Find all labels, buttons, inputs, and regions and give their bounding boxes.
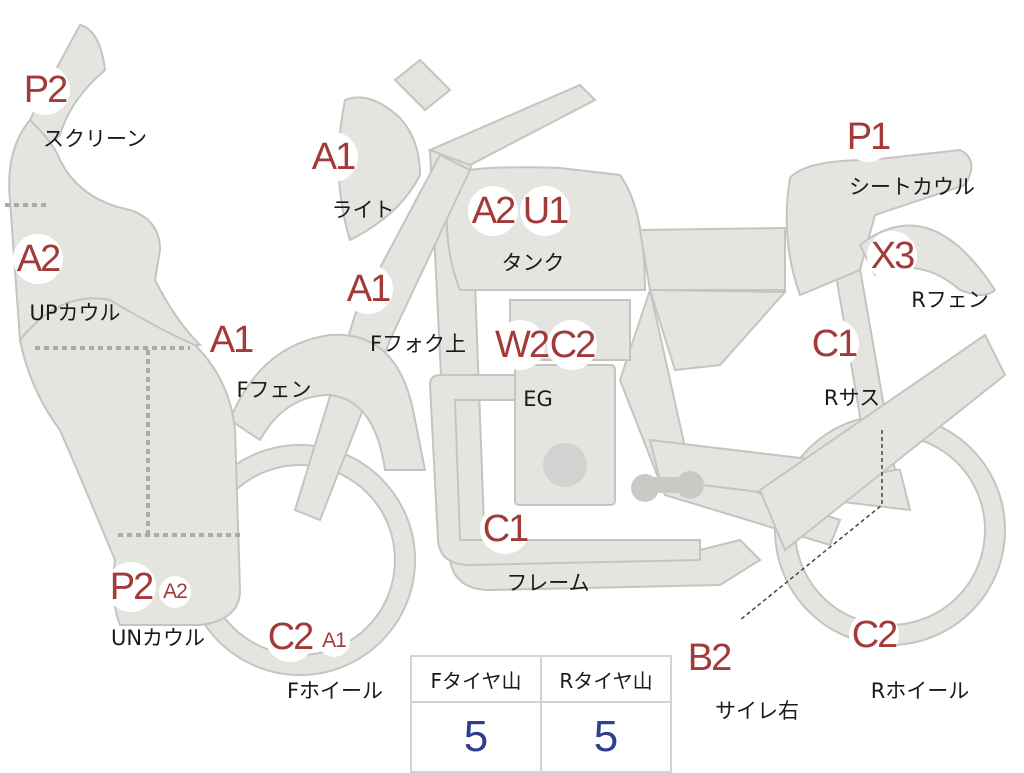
- grade-badge-rfender: X3: [867, 231, 917, 281]
- label-tank: タンク: [501, 251, 565, 275]
- label-engine: EG: [523, 387, 553, 411]
- label-fwheel: Fホイール: [286, 679, 384, 703]
- grade-badge-engine-2: C2: [547, 320, 597, 370]
- grade-badge-ffork: A1: [343, 264, 393, 314]
- label-upcowl: UPカウル: [29, 301, 121, 325]
- label-rfender: Rフェン: [911, 288, 989, 312]
- grade-badge-rwheel: C2: [849, 610, 899, 660]
- front-fender-shape: [228, 333, 427, 471]
- label-screen: スクリーン: [43, 127, 147, 151]
- silencer-shape: [758, 333, 1007, 552]
- label-rwheel: Rホイール: [870, 679, 970, 703]
- grade-badge-ffender: A1: [206, 315, 256, 365]
- tire-tread-table: Fタイヤ山 Rタイヤ山 5 5: [410, 655, 672, 773]
- headlight-shape: [337, 96, 422, 242]
- label-frame: フレーム: [506, 571, 590, 595]
- grade-badge-rsus: C1: [809, 319, 859, 369]
- grade-badge-tank-2: U1: [520, 186, 570, 236]
- grade-badge-tank-1: A2: [468, 186, 518, 236]
- seat-shape: [638, 226, 786, 291]
- grade-badge-fwheel-2: A1: [318, 625, 350, 657]
- label-seatcowl: シートカウル: [849, 175, 975, 199]
- grade-badge-frame: C1: [480, 504, 530, 554]
- label-uncowl: UNカウル: [110, 626, 206, 650]
- grade-badge-light: A1: [308, 132, 358, 182]
- label-ffender: Fフェン: [236, 378, 312, 402]
- tire-header-rear: Rタイヤ山: [540, 655, 672, 703]
- grade-badge-silencer: B2: [684, 633, 734, 683]
- label-light: ライト: [331, 198, 395, 222]
- grade-badge-engine-1: W2: [495, 320, 550, 370]
- tire-value-front: 5: [410, 701, 542, 773]
- grade-badge-uncowl-2: A2: [159, 576, 191, 608]
- grade-badge-uncowl-1: P2: [106, 562, 156, 612]
- tire-value-rear: 5: [540, 701, 672, 773]
- label-silencer: サイレ右: [715, 699, 799, 723]
- seat-cowl-shape: [785, 148, 973, 297]
- front-fork-shape: [293, 153, 472, 522]
- tire-header-front: Fタイヤ山: [410, 655, 542, 703]
- grade-badge-upcowl: A2: [13, 234, 63, 284]
- label-ffork: Fフォク上: [369, 332, 467, 356]
- grade-badge-screen: P2: [20, 65, 70, 115]
- under-cowl-shape: [18, 297, 242, 626]
- label-rsus: Rサス: [823, 386, 881, 410]
- grade-badge-seatcowl: P1: [843, 112, 893, 162]
- grade-badge-fwheel-1: C2: [265, 612, 315, 662]
